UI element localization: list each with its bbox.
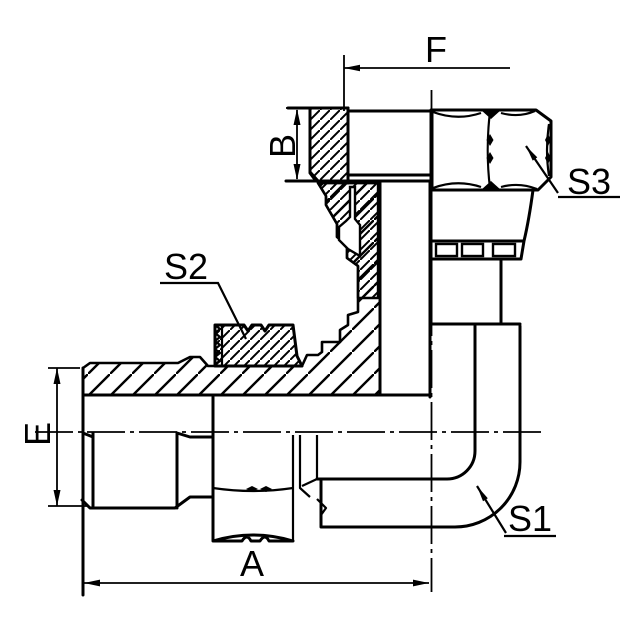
top-male-end-section (308, 106, 350, 183)
nut-top-notch (481, 110, 501, 119)
section-hatching (81, 106, 382, 397)
dim-a-arrow-right (413, 579, 429, 587)
nut-s3-outline (430, 108, 553, 192)
leader-s2 (160, 281, 247, 340)
centerlines (35, 90, 542, 592)
dim-e-arrow-top (53, 368, 61, 384)
dim-label-e: E (17, 422, 58, 446)
dim-b-arrow-top (293, 109, 301, 125)
locknut-s2-section (213, 323, 304, 368)
dim-e-arrow-bottom (53, 490, 61, 506)
bottom-hex-outline (211, 395, 295, 543)
leader-s3-arrow (526, 146, 538, 161)
dim-e-lines (48, 367, 88, 507)
dim-b-arrow-bottom (293, 164, 301, 180)
leader-s1-arrow (477, 486, 488, 502)
dim-label-a: A (240, 543, 264, 584)
collar-window-1 (434, 242, 459, 258)
collar-window-3 (491, 242, 517, 258)
top-port-outline (284, 106, 432, 185)
nut-diamond-1 (486, 134, 494, 146)
swivel-neck-outline (429, 257, 522, 326)
nut-diamond-3 (545, 134, 551, 146)
nut-s3-face-arcs (432, 109, 551, 191)
thread-gap-notch (337, 185, 362, 259)
bottom-stud-outline (80, 366, 215, 597)
nut-diamond-4 (545, 152, 551, 164)
locknut-serration (213, 324, 224, 366)
dim-a-arrow-left (84, 579, 100, 587)
hex-diamond-1 (246, 486, 258, 492)
labels: F B S3 S2 E A S1 (17, 29, 611, 584)
nut-bottom-notch (481, 181, 501, 190)
dim-f-arrow (344, 64, 360, 72)
fitting-outline (80, 106, 553, 597)
dimensions (48, 55, 620, 587)
part-label-s3: S3 (567, 161, 611, 202)
hex-diamond-2 (260, 486, 272, 492)
dim-label-f: F (425, 29, 447, 70)
part-label-s2: S2 (164, 246, 208, 287)
part-label-s1: S1 (508, 498, 552, 539)
collar-window-2 (460, 242, 485, 258)
body-bore-lines (81, 179, 432, 399)
dim-f-lines (343, 55, 510, 111)
collar-outline (429, 108, 535, 324)
nut-diamond-2 (486, 152, 494, 164)
dim-label-b: B (262, 134, 303, 158)
